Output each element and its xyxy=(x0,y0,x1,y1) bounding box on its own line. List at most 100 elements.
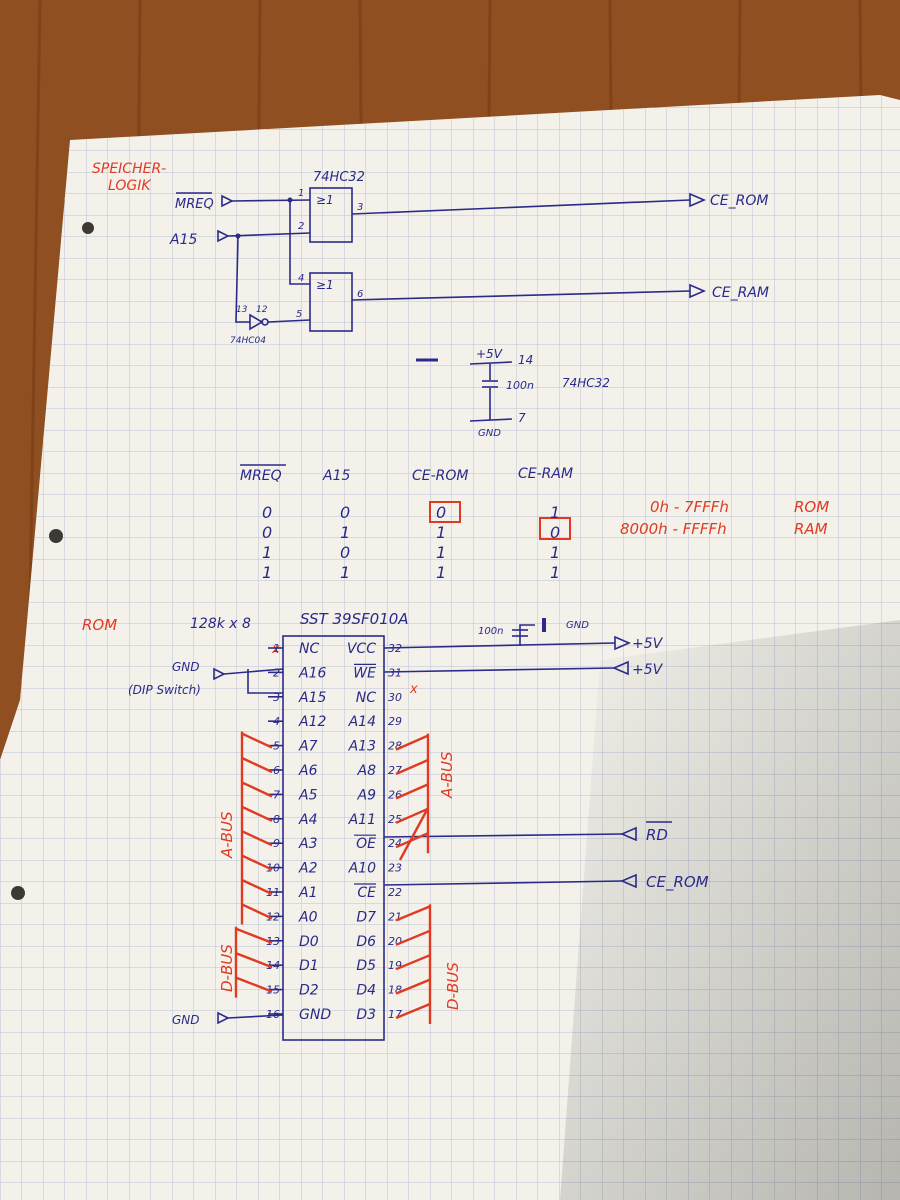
or-gate-1 xyxy=(309,187,353,243)
pin-name: CE xyxy=(357,885,376,901)
pin-name: VCC xyxy=(347,641,376,657)
table-header: CE-RAM xyxy=(518,466,573,482)
we-label: +5V xyxy=(632,662,664,678)
table-cell: 1 xyxy=(340,563,350,582)
pin-number: 5 xyxy=(273,740,280,753)
pin-number: 14 xyxy=(266,959,280,972)
pin-name: D3 xyxy=(356,1007,376,1023)
bus-tap xyxy=(395,929,431,946)
vcc-rail xyxy=(469,361,513,365)
bus-tap xyxy=(241,854,273,871)
pin-number: 30 xyxy=(388,691,402,704)
pin-name: D2 xyxy=(299,983,319,999)
pin-number: 18 xyxy=(388,984,402,997)
pin-number: 20 xyxy=(388,935,402,948)
shadow xyxy=(560,620,900,1200)
rom-size: 128k x 8 xyxy=(190,616,251,632)
or-chip-label: 74HC32 xyxy=(313,170,365,185)
bus-tap xyxy=(235,976,273,993)
table-header: CE-ROM xyxy=(412,468,469,484)
pin-number: 2 xyxy=(298,221,304,232)
pin-name: A15 xyxy=(298,690,326,706)
pin-number: 7 xyxy=(273,788,280,801)
bus-tap xyxy=(241,830,273,847)
mreq-input-port xyxy=(221,194,234,208)
rom-label: ROM xyxy=(82,616,117,634)
inverter-out-wire xyxy=(267,319,311,323)
pin-number: 8 xyxy=(273,813,280,826)
pin-name: A0 xyxy=(298,909,318,925)
table-cell: 0 xyxy=(340,543,350,562)
pin-number: 3 xyxy=(273,691,280,704)
pin-number: 29 xyxy=(388,715,402,728)
logic-title-line2: LOGIK xyxy=(108,178,152,194)
decoupling-chip: 74HC32 xyxy=(562,376,610,390)
pin-number: 31 xyxy=(388,666,402,679)
pin-number: 6 xyxy=(357,289,363,300)
gnd-pin: 7 xyxy=(518,411,526,425)
a15-branch xyxy=(235,235,250,323)
pin-name: A6 xyxy=(298,763,318,779)
highlight-box xyxy=(539,517,571,540)
bus-tap xyxy=(395,807,429,824)
pin-name: D7 xyxy=(356,909,376,925)
gnd-bottom-label: GND xyxy=(172,1013,200,1027)
or-gate-2-symbol: ≥1 xyxy=(316,278,334,292)
ce-rom-port xyxy=(619,873,637,889)
pin-name: A1 xyxy=(298,885,317,901)
a-bus-label-right: A-BUS xyxy=(438,751,456,799)
bus-tap xyxy=(241,903,273,920)
bus-tap xyxy=(395,905,431,922)
bus-tap xyxy=(241,756,273,774)
a15-input-port xyxy=(217,229,230,243)
gnd-port xyxy=(217,1011,230,1025)
inverter xyxy=(249,313,264,331)
pin-number: 1 xyxy=(273,642,280,655)
mreq-label: MREQ xyxy=(175,197,214,212)
pin-number: 13 xyxy=(266,935,280,948)
gnd-port xyxy=(213,667,226,681)
bus-tap xyxy=(241,732,273,749)
cap-wire xyxy=(519,624,535,646)
rom-schematic: ROM 128k x 8 SST 39SF010A +5V +5V 100n G… xyxy=(82,610,709,1041)
pin-number: 17 xyxy=(388,1008,402,1021)
table-cell: 0 xyxy=(436,503,446,522)
table-cell: 1 xyxy=(262,563,272,582)
pin-number: 10 xyxy=(266,862,280,875)
dip-switch-note: (DIP Switch) xyxy=(128,683,201,697)
pin-number: 25 xyxy=(388,813,402,826)
pin-name: D5 xyxy=(356,958,376,974)
vcc-label: +5V xyxy=(476,347,503,361)
gnd-wire xyxy=(227,1014,284,1019)
pin-name: A9 xyxy=(357,787,377,803)
inverter-chip-label: 74HC04 xyxy=(230,336,266,346)
pin-number: 3 xyxy=(357,202,363,213)
punch-holes xyxy=(11,222,94,900)
pin-number: 19 xyxy=(388,959,402,972)
pin-name: A11 xyxy=(348,812,376,828)
pin-name: A13 xyxy=(348,739,376,755)
pin-number: 22 xyxy=(388,886,402,899)
a-bus-label-left: A-BUS xyxy=(218,811,236,859)
table-cell: 1 xyxy=(436,563,446,582)
pin-name: A2 xyxy=(298,861,318,877)
vcc-label: +5V xyxy=(632,636,664,652)
rd-label: RD xyxy=(646,826,668,844)
a15-label: A15 xyxy=(169,232,197,248)
ce-ram-label: CE_RAM xyxy=(712,285,769,301)
pin-number: 4 xyxy=(273,715,280,728)
pin-number: 13 xyxy=(236,305,248,315)
table-cell: 0 xyxy=(262,523,272,542)
bus-tap xyxy=(241,878,273,896)
pin-name: A5 xyxy=(298,787,318,803)
pin-name: A16 xyxy=(298,665,326,681)
pin-number: 24 xyxy=(388,837,402,850)
pin-name: A7 xyxy=(298,739,318,755)
pin-number: 9 xyxy=(273,837,280,850)
d-bus-label-right: D-BUS xyxy=(444,962,462,1010)
bus-tap xyxy=(395,1002,431,1020)
table-header: A15 xyxy=(322,468,350,484)
bus-tap xyxy=(241,781,273,798)
